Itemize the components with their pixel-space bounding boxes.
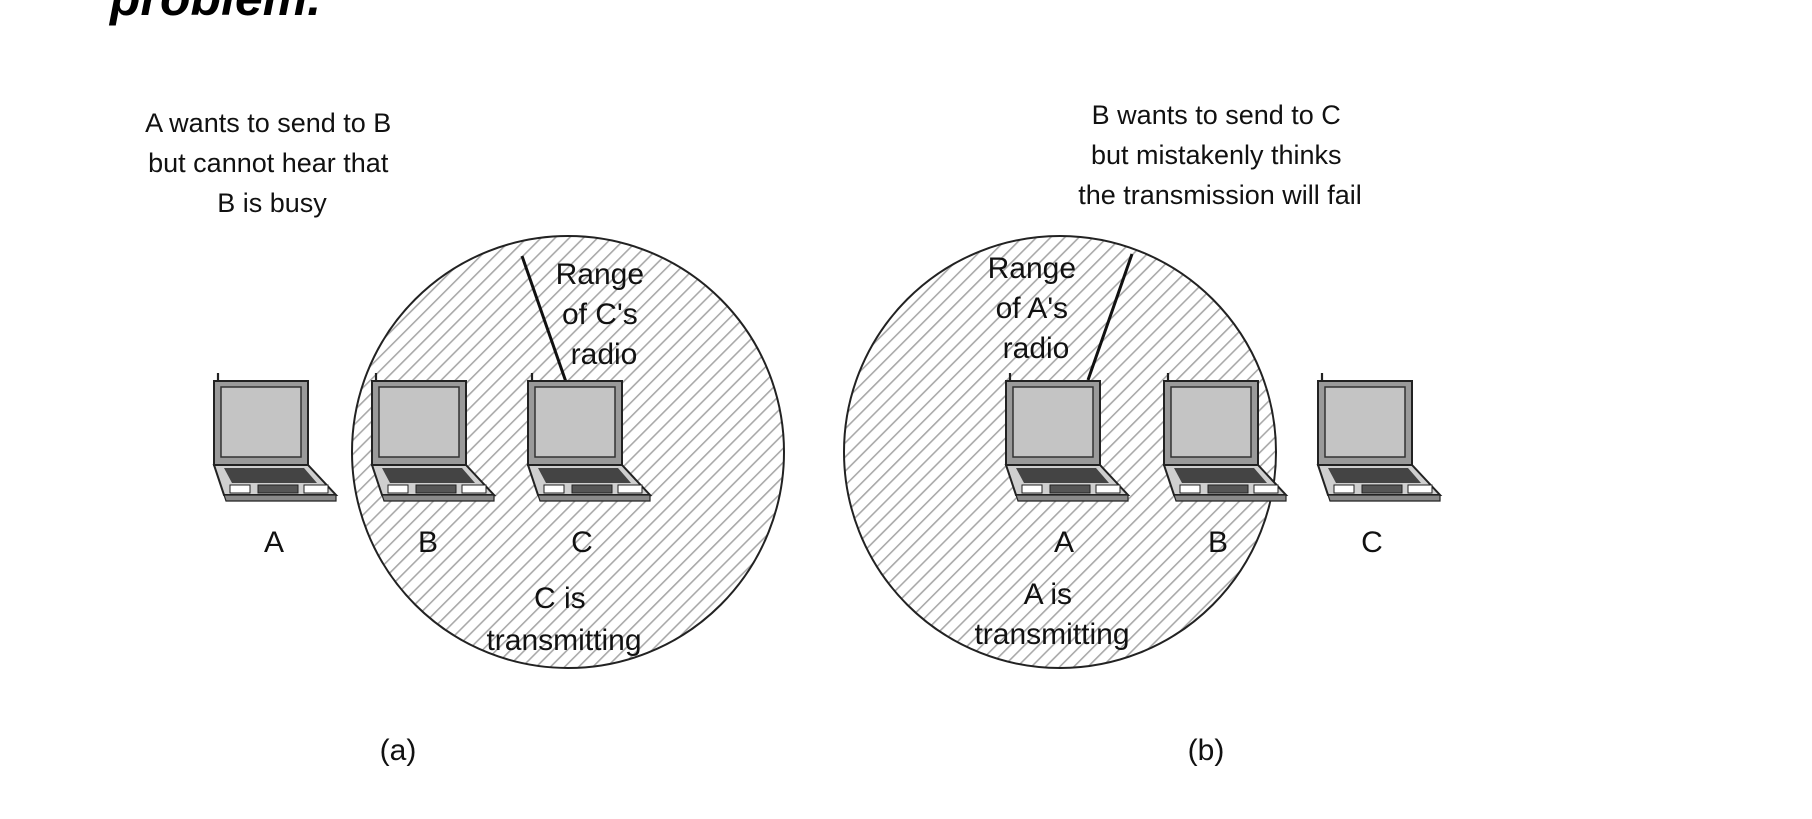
panel-b-range-label: Range of A's radio — [988, 252, 1085, 365]
panel-b-range-line-2: of A's — [996, 292, 1068, 325]
panel-a-laptop-label-c: C — [571, 526, 593, 559]
panel-b-note-line-3: the transmission will fail — [1078, 180, 1362, 210]
panel-b-laptop-label-b: B — [1208, 526, 1228, 559]
panel-b-laptop-label-a: A — [1054, 526, 1074, 559]
panel-b-note-line-2: but mistakenly thinks — [1091, 140, 1342, 170]
panel-a-note-line-2: but cannot hear that — [148, 148, 389, 178]
panel-b-transmitting-label: A is transmitting — [974, 578, 1129, 651]
panel-a: A wants to send to B but cannot hear tha… — [145, 108, 785, 767]
page-heading: problem. — [110, 0, 321, 28]
panel-a-note: A wants to send to B but cannot hear tha… — [145, 108, 399, 218]
panel-a-note-line-3: B is busy — [217, 188, 327, 218]
panel-a-transmitting-line-1: C is — [534, 582, 586, 615]
panel-a-range-line-3: radio — [571, 338, 638, 371]
panel-a-caption: (a) — [380, 734, 417, 767]
panel-a-laptop-label-a: A — [264, 526, 284, 559]
panel-a-note-line-1: A wants to send to B — [145, 108, 391, 138]
panel-b-note: B wants to send to C but mistakenly thin… — [1078, 100, 1362, 210]
panel-a-range-line-1: Range — [556, 258, 644, 291]
panel-b-caption: (b) — [1188, 734, 1225, 767]
panel-a-laptop-label-b: B — [418, 526, 438, 559]
panel-b-transmitting-line-1: A is — [1024, 578, 1072, 611]
panel-a-range-label: Range of C's radio — [556, 258, 653, 371]
panel-b-range-line-3: radio — [1003, 332, 1070, 365]
panel-a-range-line-2: of C's — [562, 298, 638, 331]
panel-b-range-pointer — [1086, 253, 1134, 381]
panel-b-range-line-1: Range — [988, 252, 1076, 285]
panel-a-transmitting-label: C is transmitting — [486, 582, 641, 657]
panel-a-transmitting-line-2: transmitting — [486, 624, 641, 657]
panel-a-laptop-a-icon — [212, 371, 338, 503]
panel-a-range-pointer — [520, 255, 568, 383]
panel-b-note-line-1: B wants to send to C — [1092, 100, 1341, 130]
panel-b-laptop-c-icon — [1316, 371, 1442, 503]
panel-b-laptop-label-c: C — [1361, 526, 1383, 559]
panel-b-transmitting-line-2: transmitting — [974, 618, 1129, 651]
panel-b: B wants to send to C but mistakenly thin… — [843, 100, 1442, 767]
